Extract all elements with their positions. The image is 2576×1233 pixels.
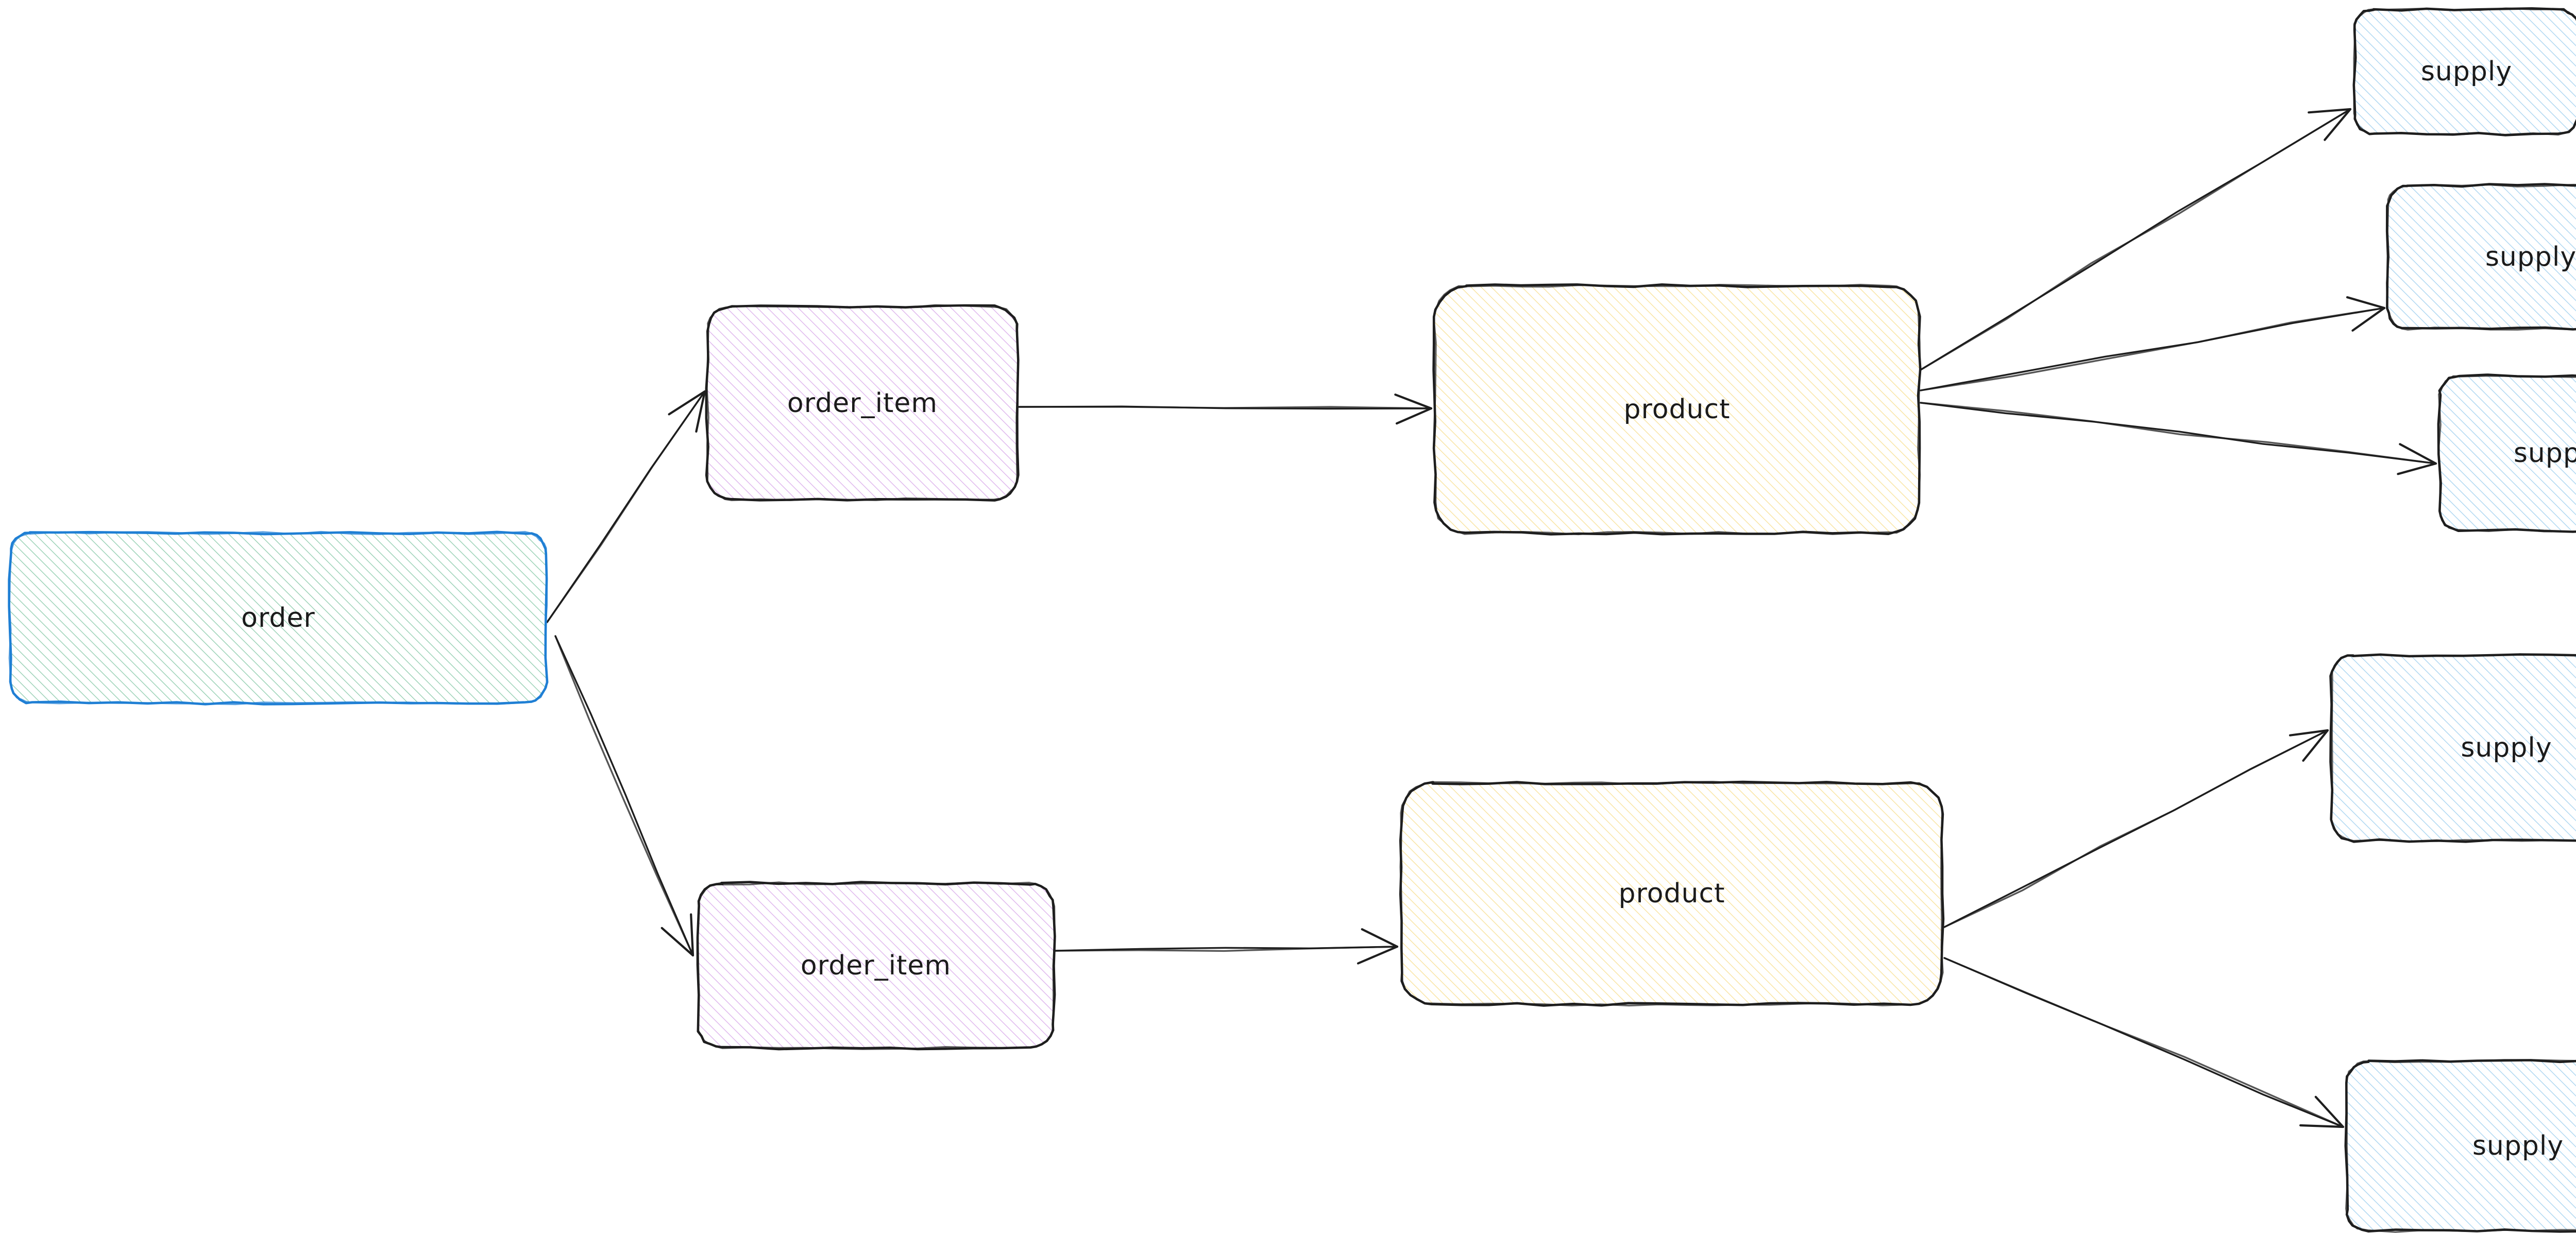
node-supply_4[interactable]	[2329, 653, 2576, 843]
node-outline	[2437, 373, 2576, 533]
edge-line	[1018, 406, 1432, 409]
node-label-box-supply_2[interactable]: supply	[2388, 185, 2576, 329]
node-supply_5[interactable]	[2344, 1059, 2576, 1233]
edge-line	[1943, 957, 2344, 1128]
node-label-text: supply	[2472, 1131, 2564, 1161]
node-label-box-supply_1[interactable]: supply	[2354, 9, 2576, 134]
node-label-text: supply	[2513, 438, 2576, 469]
edge-product_1-to-supply_1[interactable]	[1920, 108, 2352, 371]
edge-arrowhead	[690, 913, 694, 957]
edge-order_item_2-to-product_2[interactable]	[1054, 928, 1399, 965]
edge-arrowhead	[1357, 945, 1399, 965]
node-label-box-product_1[interactable]: product	[1435, 286, 1919, 533]
node-order[interactable]	[8, 530, 549, 706]
edge-arrowhead	[1361, 928, 1399, 948]
edge-arrowhead	[2399, 443, 2437, 465]
edge-line	[554, 635, 694, 956]
node-outline	[697, 881, 1056, 1050]
edge-line	[1054, 946, 1398, 952]
node-outline	[2353, 7, 2576, 136]
node-fill	[2346, 1060, 2576, 1231]
edge-arrowhead	[2302, 729, 2329, 762]
edge-order-to-order_item_1[interactable]	[546, 390, 706, 623]
node-fill	[10, 532, 547, 704]
node-label-box-supply_4[interactable]: supply	[2331, 655, 2576, 841]
node-label-box-supply_5[interactable]: supply	[2347, 1061, 2576, 1231]
node-order_item_2[interactable]	[696, 881, 1056, 1051]
node-outline	[2330, 653, 2576, 842]
edge-line	[1920, 108, 2351, 371]
node-label-text: product	[1618, 878, 1725, 909]
node-label-box-order_item_1[interactable]: order_item	[707, 306, 1018, 500]
edge-line	[1920, 307, 2385, 391]
edge-arrowhead	[660, 927, 694, 957]
node-layer	[8, 7, 2576, 1233]
node-order_item_1[interactable]	[705, 304, 1020, 502]
node-fill	[698, 882, 1054, 1049]
node-supply_3[interactable]	[2437, 373, 2576, 533]
edge-arrowhead	[1394, 393, 1433, 410]
node-outline	[2345, 1059, 2576, 1233]
edge-arrowhead	[668, 390, 706, 416]
node-label-text: order_item	[787, 387, 938, 419]
node-label-box-order[interactable]: order	[10, 533, 546, 703]
edge-arrowhead	[2299, 1124, 2345, 1128]
node-fill	[2438, 375, 2576, 532]
edge-layer	[546, 108, 2437, 1128]
node-label-text: supply	[2420, 56, 2513, 87]
node-fill	[707, 305, 1018, 501]
node-label-text: order_item	[800, 950, 952, 981]
node-outline	[2344, 1059, 2576, 1233]
edge-arrowhead	[2314, 1095, 2345, 1128]
edge-arrowhead	[1395, 407, 1433, 425]
node-outline	[2437, 375, 2576, 533]
edge-product_2-to-supply_4[interactable]	[1943, 729, 2329, 928]
edge-arrowhead	[2324, 108, 2352, 141]
edge-product_1-to-supply_3[interactable]	[1920, 402, 2437, 475]
edge-line	[1920, 402, 2437, 465]
node-outline	[2386, 183, 2576, 331]
node-label-box-product_2[interactable]: product	[1401, 783, 1942, 1004]
node-product_1[interactable]	[1432, 283, 1922, 536]
node-outline	[706, 304, 1019, 501]
node-outline	[1399, 781, 1944, 1007]
edge-line	[1943, 729, 2329, 928]
node-outline	[2329, 653, 2576, 843]
node-label-text: supply	[2461, 732, 2552, 763]
edge-product_2-to-supply_5[interactable]	[1943, 957, 2345, 1128]
node-label-box-supply_3[interactable]: supply	[2439, 376, 2576, 530]
node-label-text: product	[1623, 394, 1731, 425]
node-label-text: supply	[2485, 242, 2576, 272]
edge-arrowhead	[2351, 306, 2386, 332]
node-label-box-order_item_2[interactable]: order_item	[698, 883, 1054, 1048]
node-fill	[2387, 184, 2576, 329]
edge-arrowhead	[2397, 462, 2437, 475]
edge-arrowhead	[2346, 296, 2386, 310]
node-outline	[8, 530, 548, 706]
node-fill	[1401, 782, 1943, 1005]
node-outline	[1433, 284, 1921, 536]
edge-line	[546, 390, 706, 623]
node-label-text: order	[241, 603, 315, 633]
node-fill	[2331, 654, 2576, 841]
node-fill	[1434, 285, 1920, 534]
edge-product_1-to-supply_2[interactable]	[1920, 296, 2386, 391]
node-fill	[2353, 9, 2576, 135]
edge-order_item_1-to-product_1[interactable]	[1018, 393, 1433, 425]
node-product_2[interactable]	[1399, 780, 1945, 1007]
node-supply_1[interactable]	[2352, 7, 2576, 136]
edge-order-to-order_item_2[interactable]	[554, 635, 694, 957]
node-supply_2[interactable]	[2385, 183, 2576, 331]
edge-arrowhead	[695, 390, 706, 433]
edge-arrowhead	[2289, 729, 2329, 737]
edge-arrowhead	[2308, 108, 2352, 114]
edge-line	[554, 635, 694, 956]
